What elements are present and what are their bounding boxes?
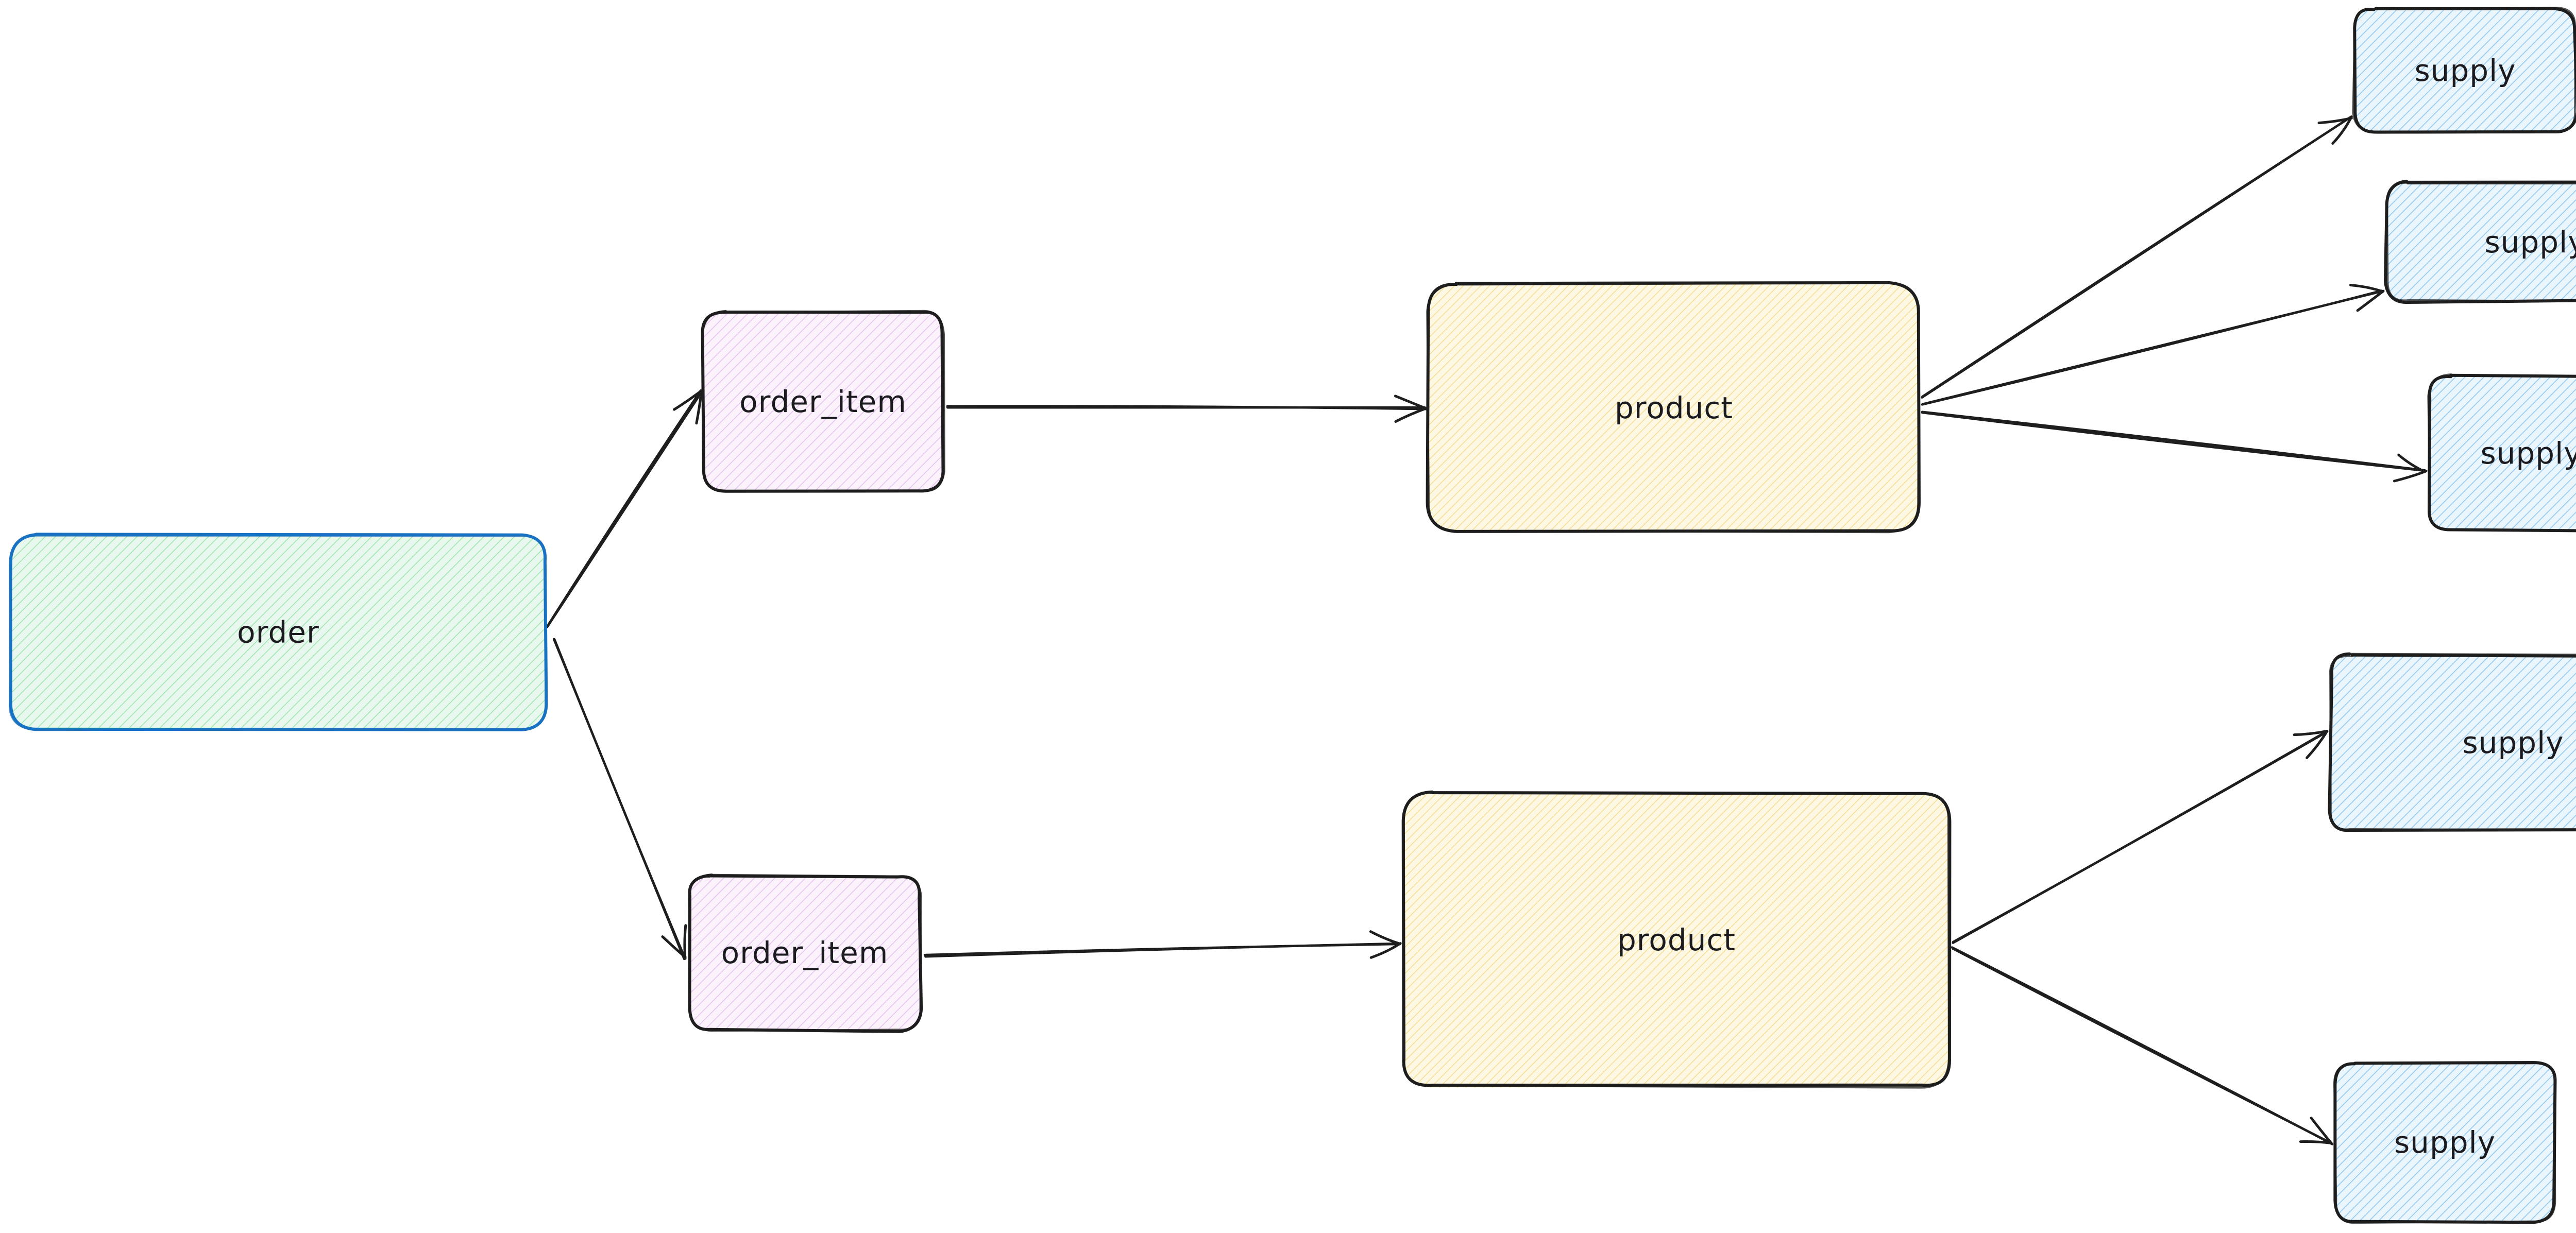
edge-line bbox=[1921, 410, 2426, 472]
node-label: order bbox=[237, 615, 319, 650]
edge-product-2-to-supply-4[interactable] bbox=[1952, 730, 2329, 944]
node-outline bbox=[2328, 652, 2576, 832]
node-label: product bbox=[1615, 390, 1733, 425]
node-product-1[interactable]: product bbox=[1426, 281, 1921, 534]
arrowhead-icon bbox=[1394, 395, 1427, 409]
node-supply-3[interactable]: supply bbox=[2427, 373, 2576, 533]
node-outline bbox=[2329, 653, 2576, 831]
node-label: supply bbox=[2480, 436, 2576, 471]
arrowhead-icon bbox=[2306, 730, 2329, 759]
edge-order-to-order-item-2[interactable] bbox=[552, 638, 687, 961]
arrowhead-icon bbox=[1369, 930, 1401, 945]
arrowhead-icon bbox=[673, 389, 703, 411]
edge-line bbox=[552, 638, 686, 961]
node-outline bbox=[1403, 791, 1950, 1089]
node-label: product bbox=[1617, 922, 1736, 957]
arrowhead-icon bbox=[695, 390, 703, 425]
node-supply-5[interactable]: supply bbox=[2333, 1060, 2557, 1224]
node-outline bbox=[2386, 182, 2576, 302]
node-hatch bbox=[2330, 655, 2576, 831]
node-outline bbox=[2352, 7, 2576, 134]
node-hatch bbox=[2386, 182, 2576, 302]
node-label: order_item bbox=[721, 935, 889, 970]
edge-order-item-2-to-product-2[interactable] bbox=[923, 930, 1402, 959]
node-supply-1[interactable]: supply bbox=[2352, 7, 2576, 134]
edge-product-2-to-supply-5[interactable] bbox=[1951, 946, 2334, 1145]
edge-line bbox=[1952, 730, 2329, 944]
node-label: supply bbox=[2484, 225, 2576, 260]
node-outline bbox=[688, 874, 923, 1032]
node-outline bbox=[1426, 282, 1920, 534]
arrowhead-icon bbox=[683, 924, 687, 960]
node-order-item-2[interactable]: order_item bbox=[688, 874, 923, 1033]
node-order-item-1[interactable]: order_item bbox=[701, 310, 945, 493]
node-supply-2[interactable]: supply bbox=[2383, 179, 2576, 304]
arrowhead-icon bbox=[2317, 116, 2353, 125]
node-hatch bbox=[1402, 792, 1950, 1088]
edge-line bbox=[1952, 947, 2333, 1145]
arrowhead-icon bbox=[2310, 1117, 2333, 1145]
node-hatch bbox=[703, 311, 944, 492]
edge-product-1-to-supply-1[interactable] bbox=[1921, 115, 2353, 399]
node-hatch bbox=[9, 535, 547, 729]
arrowhead-icon bbox=[2393, 470, 2427, 483]
node-label: supply bbox=[2414, 53, 2516, 88]
node-label: supply bbox=[2462, 725, 2564, 760]
node-label: order_item bbox=[739, 384, 907, 419]
node-hatch bbox=[688, 875, 922, 1031]
arrowhead-icon bbox=[1394, 407, 1428, 423]
arrowhead-icon bbox=[661, 935, 687, 958]
node-label: supply bbox=[2394, 1125, 2496, 1160]
edge-order-to-order-item-1[interactable] bbox=[546, 389, 703, 628]
edge-line bbox=[1921, 411, 2428, 472]
node-outline bbox=[2333, 1062, 2556, 1224]
node-hatch bbox=[2429, 375, 2576, 531]
edge-line bbox=[1921, 115, 2353, 398]
arrowhead-icon bbox=[2299, 1140, 2333, 1144]
edge-order-item-1-to-product-1[interactable] bbox=[946, 395, 1428, 423]
node-supply-4[interactable]: supply bbox=[2328, 652, 2576, 832]
arrowhead-icon bbox=[1369, 942, 1402, 959]
edge-product-1-to-supply-2[interactable] bbox=[1921, 283, 2385, 406]
edge-line bbox=[546, 390, 703, 628]
node-outline bbox=[702, 310, 945, 493]
arrowhead-icon bbox=[2397, 453, 2426, 473]
edge-line bbox=[946, 405, 1427, 410]
node-hatch bbox=[2354, 8, 2576, 134]
node-product-2[interactable]: product bbox=[1401, 790, 1952, 1089]
edge-line bbox=[1921, 290, 2384, 405]
arrowhead-icon bbox=[2331, 116, 2352, 145]
edge-line bbox=[924, 942, 1401, 958]
nodes-layer: orderorder_itemorder_itemproductproducts… bbox=[8, 7, 2576, 1224]
node-outline bbox=[2427, 373, 2576, 532]
node-hatch bbox=[2334, 1061, 2555, 1223]
node-order-1[interactable]: order bbox=[8, 533, 548, 731]
edges-layer bbox=[546, 115, 2428, 1145]
arrowhead-icon bbox=[2349, 283, 2384, 293]
edge-product-1-to-supply-3[interactable] bbox=[1921, 410, 2428, 483]
arrowhead-icon bbox=[2356, 289, 2385, 312]
arrowhead-icon bbox=[2293, 730, 2328, 737]
node-hatch bbox=[1428, 284, 1920, 532]
node-outline bbox=[8, 535, 547, 731]
